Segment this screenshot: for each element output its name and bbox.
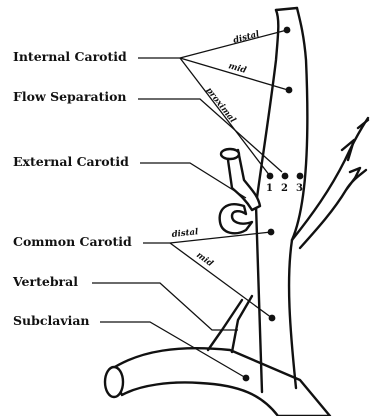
flow-point-number-2: 2: [281, 183, 288, 194]
label-subclavian: Subclavian: [13, 313, 90, 328]
point-ica-distal: [284, 27, 291, 34]
point-cca-mid: [269, 315, 276, 322]
point-flow-1: [267, 173, 274, 180]
common-carotid-right-wall: [289, 8, 307, 388]
point-flow-2: [282, 173, 289, 180]
sublabel-ica-distal: distal: [232, 29, 261, 46]
label-common-carotid: Common Carotid: [13, 234, 132, 249]
point-cca-distal: [268, 229, 275, 236]
sublabel-cca-distal: distal: [171, 227, 199, 240]
sublabel-ica-proximal: proximal: [204, 86, 238, 126]
label-external-carotid: External Carotid: [13, 154, 129, 169]
point-subclavian: [243, 375, 250, 382]
vertebral-artery: [208, 296, 252, 352]
sublabel-ica-mid: mid: [227, 61, 247, 76]
flow-point-number-3: 3: [296, 183, 303, 194]
point-ica-mid: [286, 87, 293, 94]
sublabel-cca-mid: mid: [194, 250, 215, 269]
leader-flow-separation: [138, 99, 282, 172]
label-flow-separation: Flow Separation: [13, 89, 127, 104]
subclavian-artery: [110, 348, 330, 416]
subclavian-opening: [105, 367, 123, 397]
label-internal-carotid: Internal Carotid: [13, 49, 127, 64]
leader-vertebral: [92, 283, 238, 330]
external-carotid-opening: [221, 149, 239, 159]
point-flow-3: [297, 173, 304, 180]
label-vertebral: Vertebral: [12, 274, 78, 289]
internal-carotid-top: [276, 8, 297, 10]
flow-point-number-1: 1: [266, 183, 273, 194]
external-carotid-loop: [220, 204, 252, 233]
